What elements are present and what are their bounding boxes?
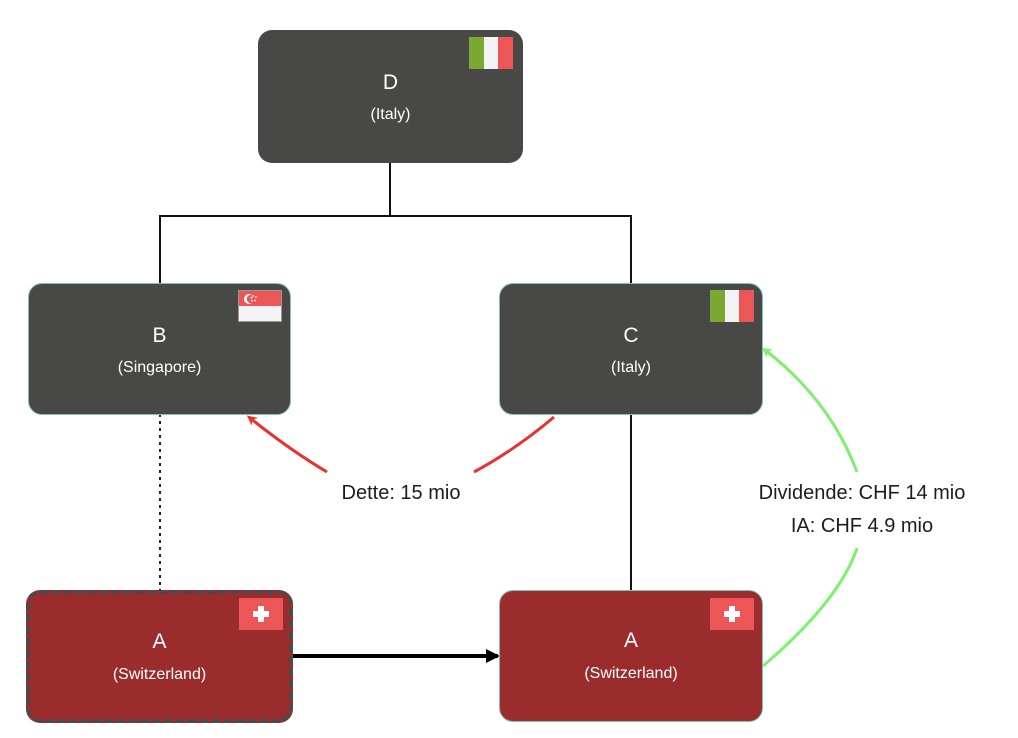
node-name: A [623,629,638,652]
debt-flow-label: Dette: 15 mio [326,478,476,508]
entity-node-a[interactable]: A (Switzerland) [499,590,763,722]
dividend-flow-label: Dividende: CHF 14 mio [732,478,992,508]
entity-node-d[interactable]: D (Italy) [258,30,523,163]
edge-d-to-b-c [159,163,632,283]
edge-debt-c-to-b [250,417,555,474]
node-country: (Switzerland) [584,665,678,682]
node-country: (Italy) [611,359,651,376]
node-name: C [623,324,639,347]
entity-node-b[interactable]: B (Singapore) [28,283,291,415]
italy-flag-icon [710,290,755,322]
node-name: B [152,324,167,347]
italy-flag-icon [469,37,514,69]
node-name: D [382,71,399,94]
node-country: (Switzerland) [112,666,207,683]
switzerland-flag-icon [710,598,754,630]
entity-node-a-dashed[interactable]: A (Switzerland) [26,590,293,723]
ia-flow-label: IA: CHF 4.9 mio [732,511,992,541]
singapore-flag-icon [238,290,282,322]
entity-node-c[interactable]: C (Italy) [499,283,763,415]
node-country: (Italy) [370,106,411,123]
node-country: (Singapore) [117,359,202,376]
node-name: A [152,630,167,653]
edge-dividend-a2-to-c [763,350,859,668]
switzerland-flag-icon [239,598,283,630]
